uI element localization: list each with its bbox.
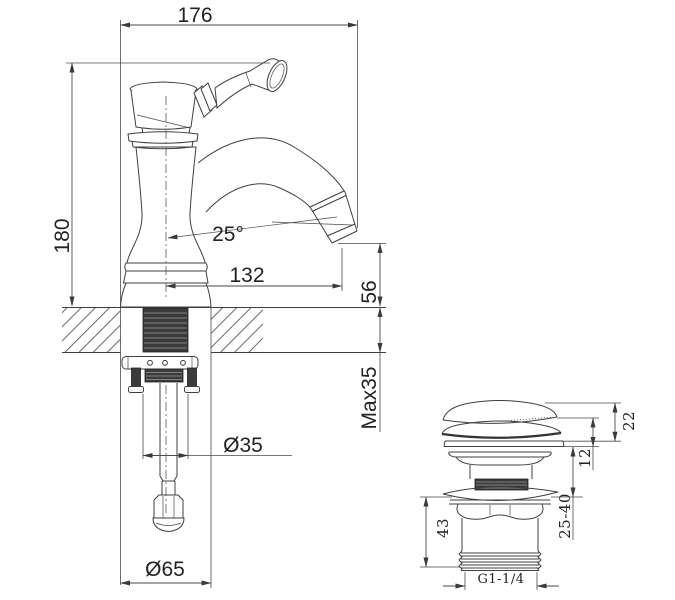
dim-drain-flange-height: 12 xyxy=(557,417,599,470)
dim-spout-reach-label: 132 xyxy=(229,264,264,287)
dim-hole-diameter: Ø35 xyxy=(142,394,292,459)
dim-base-diameter: Ø65 xyxy=(120,307,212,588)
spout-fill xyxy=(198,137,357,243)
threaded-shank xyxy=(142,307,189,353)
dim-outlet-height-label: 56 xyxy=(358,280,381,303)
dim-overall-height: 180 xyxy=(51,62,270,307)
dim-drain-clamp-range: 25-40 xyxy=(551,446,583,540)
dim-overall-width: 176 xyxy=(120,4,358,585)
mounting-hardware xyxy=(121,356,200,393)
dim-drain-body-height-label: 43 xyxy=(434,518,452,538)
dim-outlet-height: 56 xyxy=(338,243,386,307)
dim-drain-cap-height-label: 22 xyxy=(620,411,638,431)
dim-spout-reach: 132 xyxy=(165,248,343,291)
dim-overall-width-label: 176 xyxy=(177,4,212,27)
dim-drain-cap-height: 22 xyxy=(545,402,638,442)
dim-drain-thread-size-label: G1-1/4 xyxy=(478,572,525,587)
dim-overall-height-label: 180 xyxy=(51,218,74,253)
dim-drain-flange-height-label: 12 xyxy=(576,448,594,468)
dim-drain-thread-size: G1-1/4 xyxy=(443,572,559,590)
drain-assembly xyxy=(441,400,565,571)
dim-drain-body-height: 43 xyxy=(420,496,460,568)
dim-hole-diameter-label: Ø35 xyxy=(223,434,263,457)
faucet-handle xyxy=(193,58,288,118)
dim-max-deck-thickness: Max35 xyxy=(358,307,383,432)
dim-spout-angle: 25° xyxy=(167,216,353,246)
dim-max-deck-thickness-label: Max35 xyxy=(358,366,381,429)
counter-section xyxy=(62,307,386,353)
supply-hose xyxy=(152,383,185,533)
dim-spout-angle-label: 25° xyxy=(212,223,244,246)
dim-base-diameter-label: Ø65 xyxy=(145,558,185,581)
dim-drain-clamp-range-label: 25-40 xyxy=(556,493,574,539)
